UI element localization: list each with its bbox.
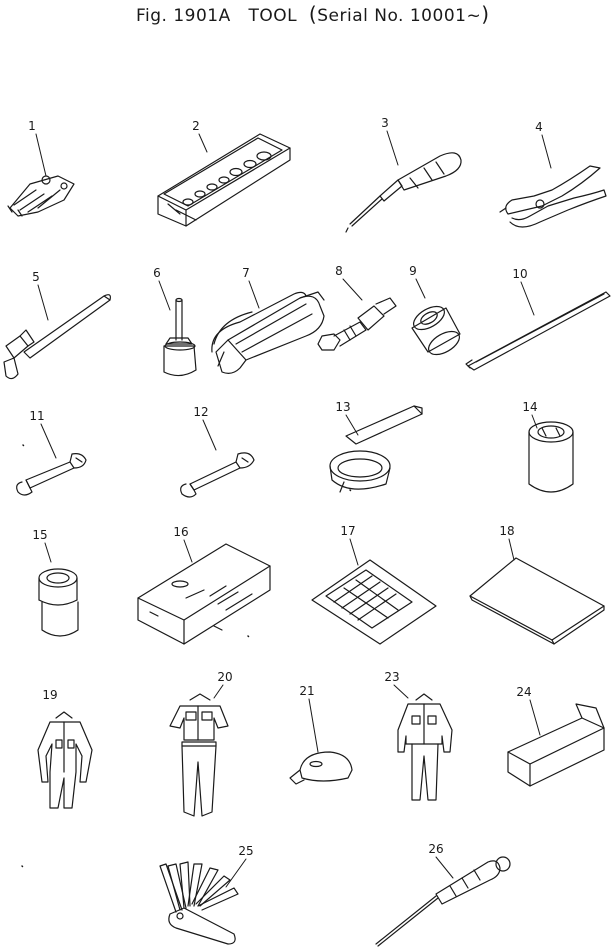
part-3-screwdriver-icon <box>346 153 461 232</box>
part-20-work-uniform-icon <box>170 694 228 816</box>
figure-number: Fig. 1901A <box>136 6 231 26</box>
part-10-bar-icon <box>466 292 610 370</box>
part-5-hammer-icon <box>4 295 110 379</box>
scan-dots <box>22 445 351 867</box>
part-23-jacket-icon <box>398 694 452 800</box>
leader-lines <box>36 131 551 887</box>
part-number-23: 23 <box>384 670 400 684</box>
serial-number: Serial No. 10001~ <box>317 6 482 26</box>
part-12-wrench-icon <box>181 453 254 497</box>
part-number-26: 26 <box>428 842 444 856</box>
part-17-chart-sheet-icon <box>312 560 436 644</box>
part-number-19: 19 <box>42 688 58 702</box>
part-9-socket-icon <box>410 302 463 360</box>
figure-title: Fig. 1901A TOOL (Serial No. 10001~) <box>136 2 490 26</box>
part-number-14: 14 <box>522 400 538 414</box>
part-14-socket-icon <box>529 422 573 492</box>
part-13-filter-wrench-icon <box>330 406 422 492</box>
part-6-oil-can-icon <box>164 299 196 376</box>
part-number-9: 9 <box>409 264 417 278</box>
part-2-socket-set-case-icon <box>158 134 290 226</box>
part-26-screwdriver-icon <box>376 857 510 946</box>
part-number-3: 3 <box>381 116 389 130</box>
part-number-10: 10 <box>512 267 528 281</box>
part-18-cloth-sheet-icon <box>470 558 604 644</box>
part-number-17: 17 <box>340 524 356 538</box>
part-number-8: 8 <box>335 264 343 278</box>
part-number-15: 15 <box>32 528 48 542</box>
part-7-grease-gun-icon <box>212 292 324 373</box>
part-number-6: 6 <box>153 266 161 280</box>
part-number-1: 1 <box>28 119 36 133</box>
part-number-16: 16 <box>173 525 189 539</box>
part-number-18: 18 <box>499 524 515 538</box>
part-number-24: 24 <box>516 685 532 699</box>
part-24-box-icon <box>508 704 604 786</box>
part-number-12: 12 <box>193 405 209 419</box>
part-19-coverall-icon <box>38 712 92 808</box>
part-15-socket-icon <box>39 569 78 636</box>
part-number-11: 11 <box>29 409 45 423</box>
part-number-20: 20 <box>217 670 233 684</box>
part-21-cap-icon <box>290 752 352 784</box>
part-number-5: 5 <box>32 270 40 284</box>
part-16-tool-box-icon <box>138 544 270 644</box>
figure-name: TOOL <box>248 6 298 26</box>
part-number-13: 13 <box>335 400 351 414</box>
part-number-4: 4 <box>535 120 543 134</box>
part-4-pliers-icon <box>500 166 606 227</box>
part-1-wrench-set-icon <box>8 176 74 216</box>
part-number-7: 7 <box>242 266 250 280</box>
part-25-feeler-gauge-icon <box>160 862 238 944</box>
part-number-2: 2 <box>192 119 200 133</box>
part-number-21: 21 <box>299 684 315 698</box>
part-11-wrench-icon <box>17 454 86 495</box>
part-number-25: 25 <box>238 844 254 858</box>
part-8-grease-nozzle-icon <box>318 298 396 350</box>
